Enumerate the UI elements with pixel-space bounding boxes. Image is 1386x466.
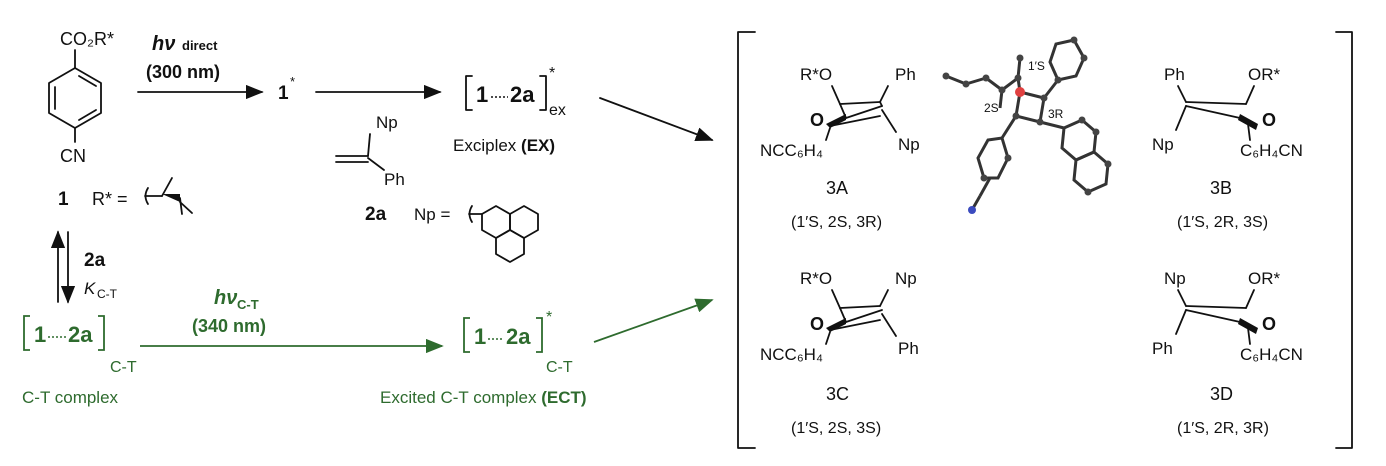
2a-np: Np — [376, 113, 398, 132]
equilibrium-2a: 2a — [84, 250, 106, 271]
ct-complex: 1 2a C-T — [23, 315, 137, 376]
excited-1-star: * — [290, 74, 295, 89]
xray-label-1s: 1′S — [1028, 59, 1045, 73]
svg-text:Ph: Ph — [1152, 339, 1173, 358]
excited-1: 1 — [278, 83, 289, 104]
exciplex-1: 1 — [476, 82, 488, 107]
svg-text:O: O — [1262, 314, 1276, 334]
k-ct-label: K — [84, 279, 96, 298]
svg-text:O: O — [1262, 110, 1276, 130]
svg-text:O: O — [810, 314, 824, 334]
hv-direct-sub: direct — [182, 38, 218, 53]
exciplex-2a: 2a — [510, 82, 535, 107]
svg-text:C₆H₄CN: C₆H₄CN — [1240, 345, 1303, 364]
k-ct-sub: C-T — [97, 287, 118, 301]
products-bracket-right — [1335, 31, 1353, 449]
compound-2a-structure: Np Ph — [335, 113, 405, 189]
wavelength-340: (340 nm) — [192, 316, 266, 336]
exciplex-caption: Exciplex (EX) — [453, 136, 555, 155]
compound-1-number: 1 — [58, 189, 69, 210]
compound-1-structure: CO₂R* CN — [48, 29, 114, 166]
equilibrium-arrows — [50, 230, 76, 304]
rstar-definition: R* = — [92, 189, 128, 209]
exciplex-star: * — [549, 65, 555, 82]
ct-2a: 2a — [68, 322, 93, 347]
xray-label-2s: 2S — [984, 101, 999, 115]
svg-text:NCC₆H₄: NCC₆H₄ — [760, 141, 823, 160]
ect-caption: Excited C-T complex (ECT) — [380, 388, 587, 407]
svg-text:OR*: OR* — [1248, 269, 1281, 288]
ct-sub: C-T — [110, 359, 137, 376]
label-3D: 3D — [1210, 384, 1233, 404]
excited-ct-complex: 1 2a * C-T — [463, 309, 573, 376]
svg-text:C₆H₄CN: C₆H₄CN — [1240, 141, 1303, 160]
xray-atoms — [942, 36, 1112, 214]
svg-text:Np: Np — [895, 269, 917, 288]
oxetane-3A: R*O Ph O NCC₆H₄ Np — [760, 65, 920, 160]
naphthyl-structure — [468, 205, 539, 263]
label-3A: 3A — [826, 178, 848, 198]
config-3D: (1′S, 2R, 3R) — [1177, 420, 1269, 437]
ct-complex-caption: C-T complex — [22, 388, 119, 407]
oxetane-3D: Np OR* O Ph C₆H₄CN — [1152, 269, 1303, 364]
hv-ct-sub: C-T — [237, 297, 259, 312]
ect-2a: 2a — [506, 324, 531, 349]
svg-text:NCC₆H₄: NCC₆H₄ — [760, 345, 823, 364]
wavelength-300: (300 nm) — [146, 62, 220, 82]
xray-oxygen-atom — [1015, 87, 1025, 97]
cn-label: CN — [60, 146, 86, 166]
exciplex: 1 2a * ex Exciplex (EX) — [453, 65, 566, 155]
ect-star: * — [546, 309, 552, 326]
svg-text:OR*: OR* — [1248, 65, 1281, 84]
arrow-ct-to-products — [593, 298, 714, 343]
xray-nitrogen-atom — [968, 206, 976, 214]
exciplex-sub: ex — [549, 102, 566, 119]
svg-text:Ph: Ph — [898, 339, 919, 358]
products-bracket-left — [737, 31, 756, 449]
2a-ph: Ph — [384, 170, 405, 189]
ester-label: CO₂R* — [60, 29, 114, 49]
svg-text:Ph: Ph — [1164, 65, 1185, 84]
direct-hv-label: hν direct (300 nm) — [146, 33, 220, 82]
svg-text:R*O: R*O — [800, 269, 832, 288]
svg-text:R*O: R*O — [800, 65, 832, 84]
config-3B: (1′S, 2R, 3S) — [1177, 214, 1268, 231]
svg-text:Np: Np — [1164, 269, 1186, 288]
svg-text:Ph: Ph — [895, 65, 916, 84]
arrow-direct-to-products — [599, 97, 714, 142]
hv-ct: hν — [214, 287, 237, 309]
label-3B: 3B — [1210, 178, 1232, 198]
svg-text:Np: Np — [1152, 135, 1174, 154]
ect-1: 1 — [474, 324, 486, 349]
label-3C: 3C — [826, 384, 849, 404]
compound-2a-number: 2a — [365, 204, 387, 225]
sec-butyl-structure — [144, 177, 193, 215]
oxetane-3B: Ph OR* O Np C₆H₄CN — [1152, 65, 1303, 160]
hv-direct: hν — [152, 33, 175, 55]
xray-structure — [945, 38, 1110, 211]
ect-sub: C-T — [546, 359, 573, 376]
config-3C: (1′S, 2S, 3S) — [791, 420, 881, 437]
ct-1: 1 — [34, 322, 46, 347]
np-definition: Np = — [414, 205, 450, 224]
config-3A: (1′S, 2S, 3R) — [791, 214, 882, 231]
svg-text:O: O — [810, 110, 824, 130]
xray-label-3r: 3R — [1048, 107, 1064, 121]
svg-text:Np: Np — [898, 135, 920, 154]
oxetane-3C: R*O Np O NCC₆H₄ Ph — [760, 269, 919, 364]
